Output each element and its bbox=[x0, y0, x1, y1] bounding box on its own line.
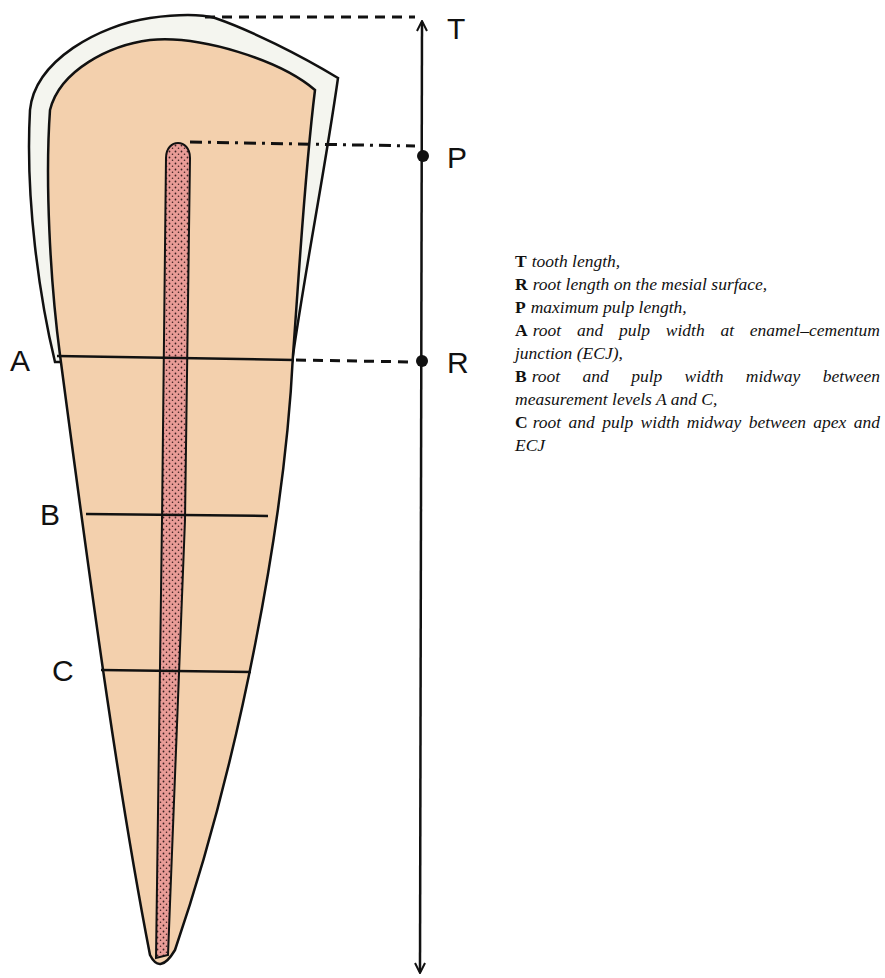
tooth-length-label: T bbox=[447, 14, 465, 44]
key-entry: Croot and pulp width midway between apex… bbox=[515, 411, 880, 457]
key-letter: T bbox=[515, 251, 527, 271]
key-letter: C bbox=[515, 412, 528, 432]
level-b-label: B bbox=[40, 500, 60, 530]
pulp-length-label: P bbox=[447, 143, 467, 173]
key-letter: R bbox=[515, 274, 528, 294]
level-c-label: C bbox=[52, 656, 74, 686]
level-c-line bbox=[101, 670, 251, 672]
level-a-label: A bbox=[10, 346, 30, 376]
pulp-length-dash bbox=[190, 142, 415, 146]
key-definition: root and pulp width at enamel–cementum j… bbox=[515, 320, 880, 363]
level-a-line bbox=[57, 356, 294, 360]
key-definition: root length on the mesial surface, bbox=[533, 274, 768, 294]
key-entry: Ttooth length, bbox=[515, 250, 880, 273]
key-definition: maximum pulp length, bbox=[531, 297, 687, 317]
key-letter: A bbox=[515, 320, 528, 340]
root-length-label: R bbox=[447, 348, 469, 378]
key-definition: root and pulp width midway between measu… bbox=[515, 366, 880, 409]
tooth-length-dash bbox=[205, 16, 415, 19]
root-point bbox=[416, 355, 428, 367]
level-b-line bbox=[86, 514, 268, 516]
pulp-canal bbox=[156, 143, 190, 958]
pulp-point bbox=[417, 150, 429, 162]
key-entry: Rroot length on the mesial surface, bbox=[515, 273, 880, 296]
key-definition: root and pulp width midway between apex … bbox=[515, 412, 880, 455]
key-entry: Aroot and pulp width at enamel–cementum … bbox=[515, 319, 880, 365]
root-length-dash bbox=[296, 360, 415, 362]
measure-axis bbox=[420, 22, 422, 972]
key-definition: tooth length, bbox=[532, 251, 620, 271]
key-entry: Pmaximum pulp length, bbox=[515, 296, 880, 319]
key-entry: Broot and pulp width midway between meas… bbox=[515, 365, 880, 411]
dentin-root bbox=[48, 39, 315, 964]
key-letter: B bbox=[515, 366, 527, 386]
key-letter: P bbox=[515, 297, 526, 317]
measurement-key: Ttooth length,Rroot length on the mesial… bbox=[515, 250, 880, 457]
